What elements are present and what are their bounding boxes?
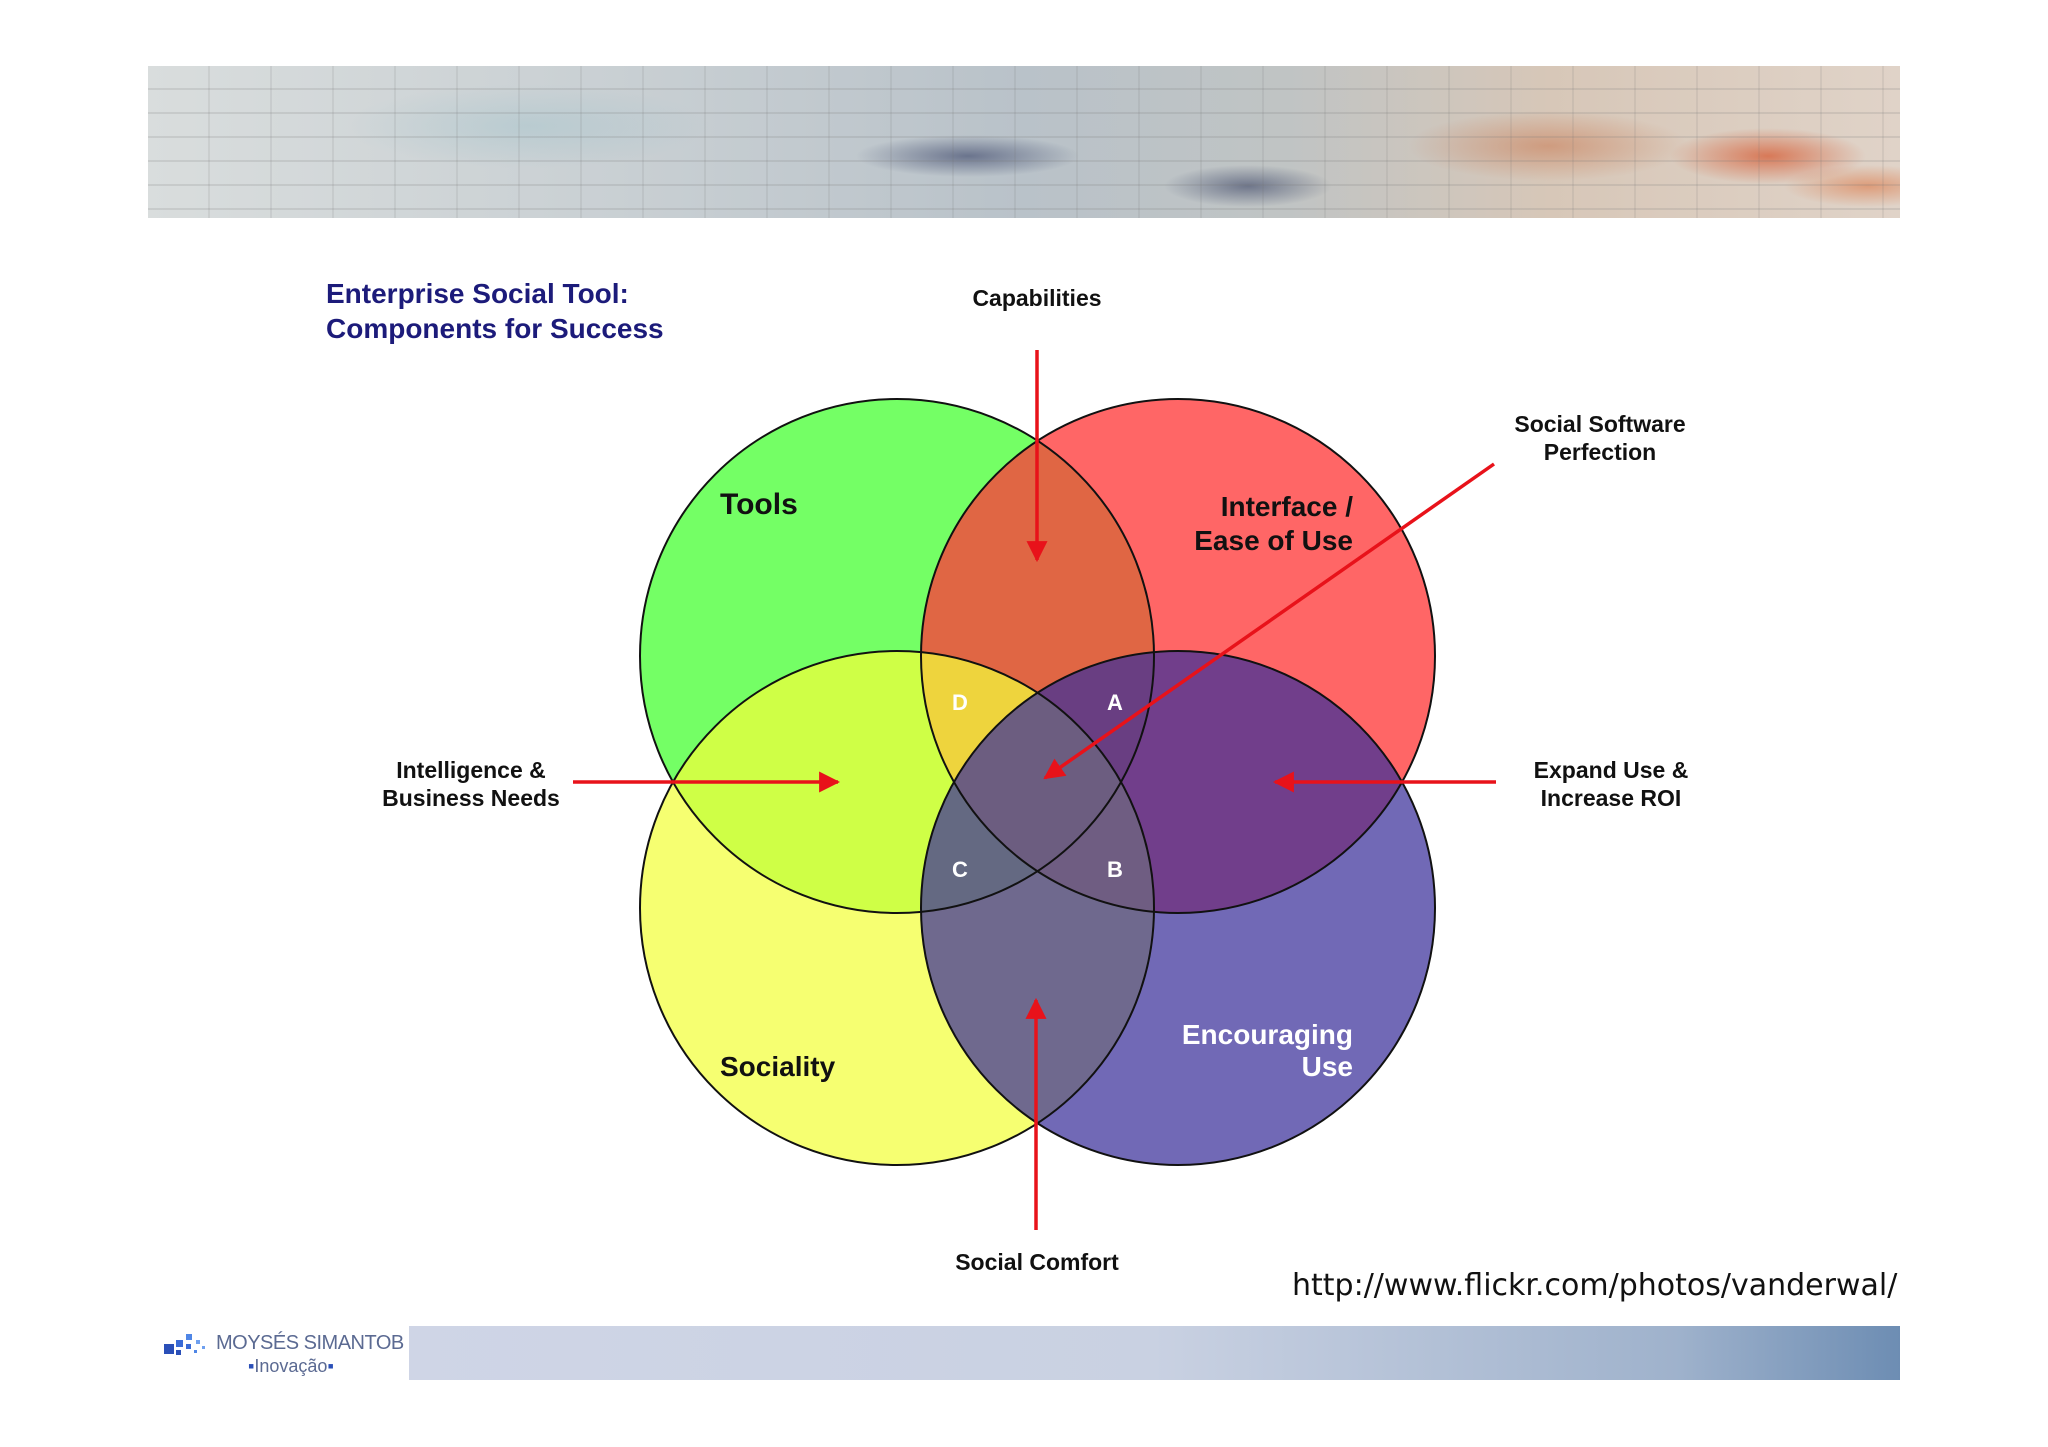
arrow-social-software <box>1043 462 1496 780</box>
callout-intelligence-1: Intelligence & <box>396 757 546 783</box>
region-a: A <box>1107 690 1123 715</box>
callout-intelligence-2: Business Needs <box>382 785 560 811</box>
callout-arrows <box>573 350 1496 1230</box>
label-interface-2: Ease of Use <box>1194 525 1353 556</box>
region-c: C <box>952 857 968 882</box>
source-url[interactable]: http://www.flickr.com/photos/vanderwal/ <box>1292 1268 1898 1303</box>
circle-sociality-outline <box>639 650 1155 1166</box>
header-banner-image <box>148 66 1900 218</box>
circle-encouraging-outline <box>920 650 1436 1166</box>
footer-bar <box>409 1326 1900 1380</box>
callout-social-software-2: Perfection <box>1544 439 1656 465</box>
callout-social-software-1: Social Software <box>1514 411 1685 437</box>
venn-circles <box>639 398 1436 1166</box>
label-encouraging-2: Use <box>1302 1051 1353 1082</box>
logo-pixel-icon <box>164 1334 205 1355</box>
title-line-1: Enterprise Social Tool: <box>326 278 629 309</box>
callout-capabilities: Capabilities <box>972 285 1101 311</box>
label-encouraging-1: Encouraging <box>1182 1019 1353 1050</box>
title-line-2: Components for Success <box>326 313 664 344</box>
logo-tagline: ▪Inovação▪ <box>248 1356 334 1376</box>
label-interface-1: Interface / <box>1221 491 1353 522</box>
region-d: D <box>952 690 968 715</box>
circle-interface-outline <box>920 398 1436 914</box>
circle-tools-outline <box>639 398 1155 914</box>
logo-tagline-text: Inovação <box>254 1356 328 1376</box>
diagram-title: Enterprise Social Tool: Components for S… <box>326 276 664 346</box>
company-logo: MOYSÉS SIMANTOB ▪Inovação▪ <box>160 1326 404 1378</box>
label-sociality: Sociality <box>720 1051 836 1082</box>
region-b: B <box>1107 857 1123 882</box>
callout-expand-1: Expand Use & <box>1534 757 1689 783</box>
label-tools: Tools <box>720 488 798 521</box>
circle-encouraging <box>921 651 1435 1165</box>
logo-name: MOYSÉS SIMANTOB <box>216 1332 404 1354</box>
callout-expand-2: Increase ROI <box>1541 785 1682 811</box>
callout-social-comfort: Social Comfort <box>955 1249 1119 1275</box>
